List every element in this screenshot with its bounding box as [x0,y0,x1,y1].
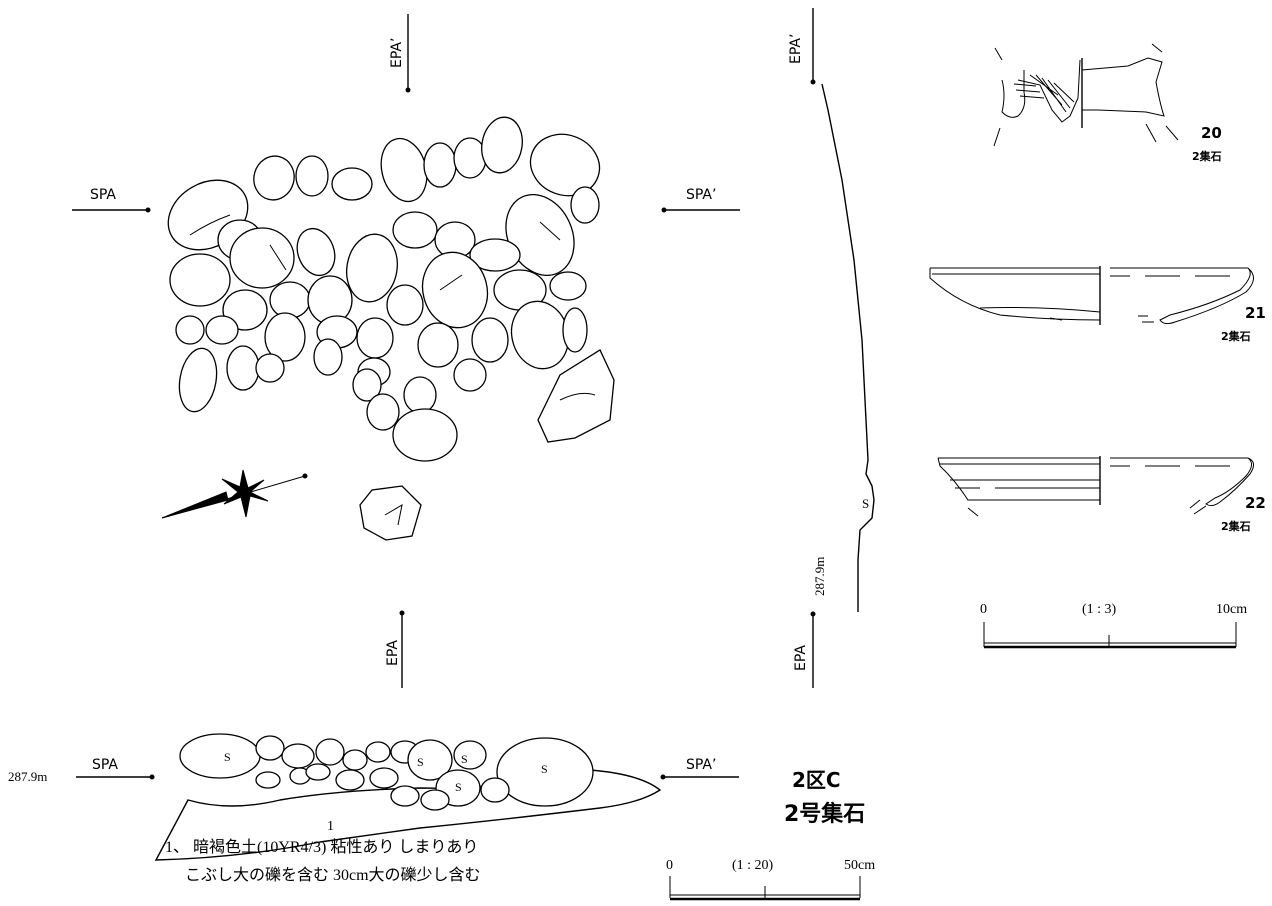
figure-title: 2区C 2号集石 [784,768,865,827]
stone-cluster [167,116,615,541]
artifact-scale-ratio: (1 : 3) [1082,602,1117,617]
legend-line-2: こぶし大の礫を含む 30cm大の礫少し含む [185,866,481,884]
section-scale-start: 0 [666,858,673,873]
spa-left-marker: SPA [72,187,151,213]
artifact-22-context: 2集石 [1221,519,1251,533]
spa-left-label: SPA [90,187,116,203]
section-stone-symbol-2: S [417,755,424,769]
spa-prime-right-label: SPA’ [686,187,716,203]
artifact-20-number: 20 [1201,124,1222,142]
section-stone-symbol-4: S [455,780,462,794]
east-section: EPA’ S EPA 287.9m [788,8,875,688]
section-scale-bar: 0 (1 : 20) 50cm [666,858,875,901]
epa-prime-top-marker: EPA’ [389,14,411,93]
section-scale-end: 50cm [844,858,875,873]
legend-line-1: 1、 暗褐色土(10YR4/3) 粘性あり しまりあり [165,838,478,856]
spa-prime-right-marker: SPA’ [661,187,740,213]
south-section-spa-prime-label: SPA’ [686,757,716,773]
section-scale-ratio: (1 : 20) [732,858,774,873]
east-section-elevation: 287.9m [812,557,827,596]
east-section-epa-prime-label: EPA’ [788,34,804,64]
epa-prime-top-label: EPA’ [389,38,405,68]
section-stone-symbol-3: S [461,752,468,766]
south-section: 287.9m SPA SPA’ [8,733,875,901]
artifact-21: 21 2集石 [929,266,1266,343]
section-layer-number: 1 [327,819,334,834]
south-section-spa-label: SPA [92,757,118,773]
artifact-scale-end: 10cm [1216,602,1247,617]
north-arrow-icon [161,469,308,519]
artifact-22-number: 22 [1245,494,1266,512]
artifact-scale-bar: 0 (1 : 3) 10cm [980,602,1247,649]
east-section-stone-symbol: S [862,496,869,511]
section-stone-symbol-5: S [541,762,548,776]
title-area: 2区C [792,768,841,792]
artifact-21-number: 21 [1245,304,1266,322]
south-section-elevation: 287.9m [8,769,47,784]
epa-bottom-label: EPA [385,640,401,666]
east-section-epa-label: EPA [793,645,809,671]
section-stone-symbol-1: S [224,750,231,764]
plan-view: EPA’ SPA SPA’ EPA [72,14,740,688]
section-stones [179,733,594,811]
artifact-20-context: 2集石 [1192,149,1222,163]
artifact-21-context: 2集石 [1221,329,1251,343]
title-feature: 2号集石 [784,801,865,827]
artifact-22: 22 2集石 [937,456,1266,533]
artifact-scale-start: 0 [980,602,987,617]
artifact-20: 20 2集石 [993,43,1222,163]
epa-bottom-marker: EPA [385,610,405,688]
